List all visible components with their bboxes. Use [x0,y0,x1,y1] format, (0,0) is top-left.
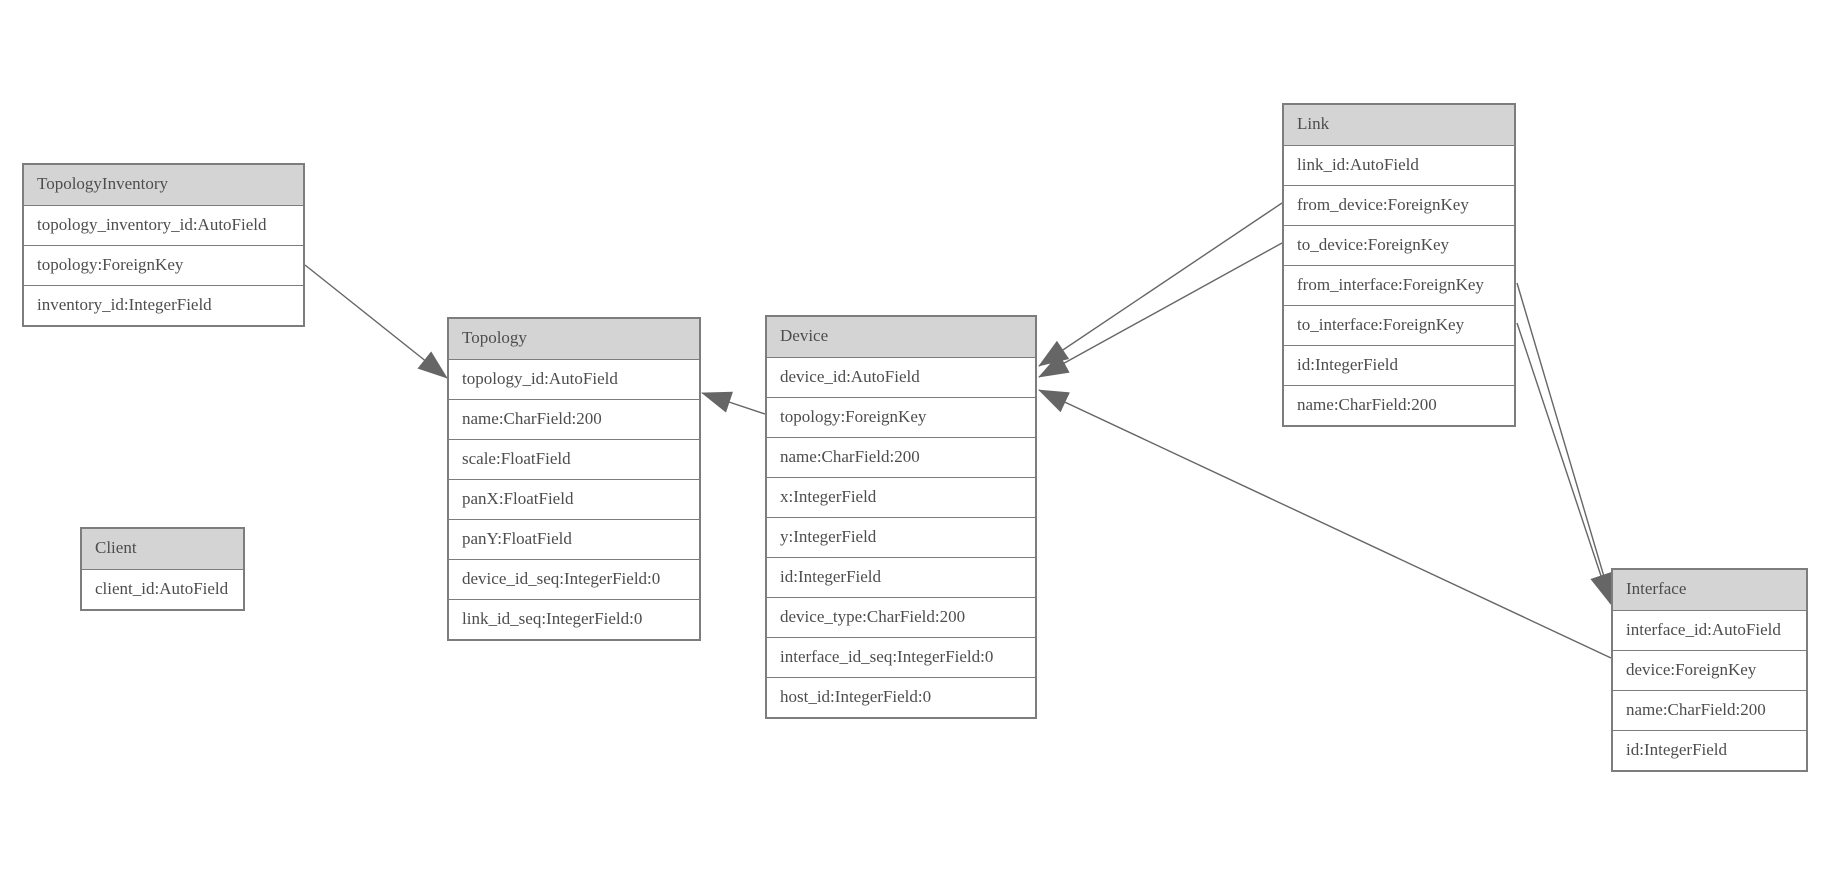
entity-field-row: link_id_seq:IntegerField:0 [449,599,699,639]
entity-title-interface: Interface [1613,570,1806,610]
entity-field-row: x:IntegerField [767,477,1035,517]
edge-link-fromdevice-device [1038,202,1283,367]
entity-field-row: inventory_id:IntegerField [24,285,303,325]
entity-title-link: Link [1284,105,1514,145]
entity-field-row: from_device:ForeignKey [1284,185,1514,225]
entity-field-row: topology_inventory_id:AutoField [24,205,303,245]
entity-field-row: id:IntegerField [1613,730,1806,770]
entity-field-row: client_id:AutoField [82,569,243,609]
entity-field-row: id:IntegerField [767,557,1035,597]
entity-field-row: name:CharField:200 [767,437,1035,477]
entity-field-row: device:ForeignKey [1613,650,1806,690]
entity-field-row: y:IntegerField [767,517,1035,557]
entity-field-row: interface_id_seq:IntegerField:0 [767,637,1035,677]
entity-field-row: topology:ForeignKey [767,397,1035,437]
entity-title-topology-inventory: TopologyInventory [24,165,303,205]
entity-field-row: link_id:AutoField [1284,145,1514,185]
entity-title-client: Client [82,529,243,569]
edge-device-topology [701,391,766,415]
entity-title-device: Device [767,317,1035,357]
entity-field-row: host_id:IntegerField:0 [767,677,1035,717]
edge-link-frominterface-interface [1516,282,1616,608]
entity-field-row: topology_id:AutoField [449,359,699,399]
edge-link-todevice-device [1038,242,1283,378]
entity-field-row: panX:FloatField [449,479,699,519]
entity-field-row: device_id:AutoField [767,357,1035,397]
entity-field-row: device_type:CharField:200 [767,597,1035,637]
entity-field-row: name:CharField:200 [1284,385,1514,425]
entity-field-row: device_id_seq:IntegerField:0 [449,559,699,599]
entity-title-topology: Topology [449,319,699,359]
entity-field-row: topology:ForeignKey [24,245,303,285]
entity-field-row: id:IntegerField [1284,345,1514,385]
edge-topologyinventory-topology [304,264,448,379]
entity-field-row: to_device:ForeignKey [1284,225,1514,265]
entity-field-row: scale:FloatField [449,439,699,479]
edge-link-tointerface-interface [1516,322,1612,604]
entity-field-row: interface_id:AutoField [1613,610,1806,650]
entity-field-row: to_interface:ForeignKey [1284,305,1514,345]
entity-field-row: from_interface:ForeignKey [1284,265,1514,305]
entity-field-row: panY:FloatField [449,519,699,559]
entity-field-row: name:CharField:200 [1613,690,1806,730]
edge-interface-device [1038,389,1612,659]
entity-field-row: name:CharField:200 [449,399,699,439]
